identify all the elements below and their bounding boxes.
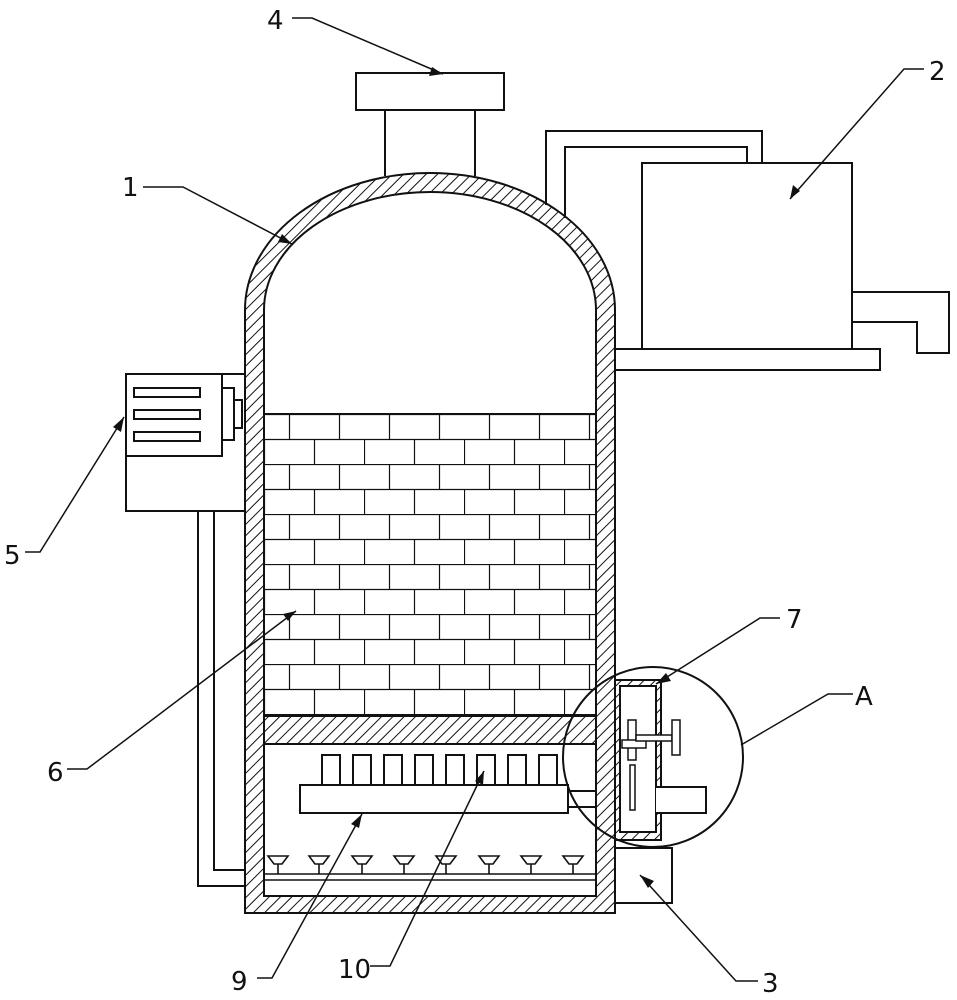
leader-lines [25,17,924,982]
brick-packing [263,413,597,717]
callout-1: 1 [122,173,139,203]
callout-4: 4 [267,6,284,36]
valve-housing [614,679,707,841]
callout-2: 2 [929,57,946,87]
callout-10: 10 [338,955,371,985]
detail-circle-a [562,666,744,848]
pump [125,373,246,887]
callout-6: 6 [47,758,64,788]
callout-a: A [855,682,873,712]
callout-7: 7 [786,605,803,635]
reagent-tank [545,130,950,371]
callout-5: 5 [4,541,21,571]
collection-box [614,847,673,904]
arrowheads [113,67,800,888]
aeration-pipe [264,855,596,881]
support-plate [263,715,597,745]
top-outlet [355,72,505,176]
callout-3: 3 [762,969,779,999]
callout-9: 9 [231,967,248,997]
spray-manifold [299,754,597,814]
tank-shell [244,172,616,914]
